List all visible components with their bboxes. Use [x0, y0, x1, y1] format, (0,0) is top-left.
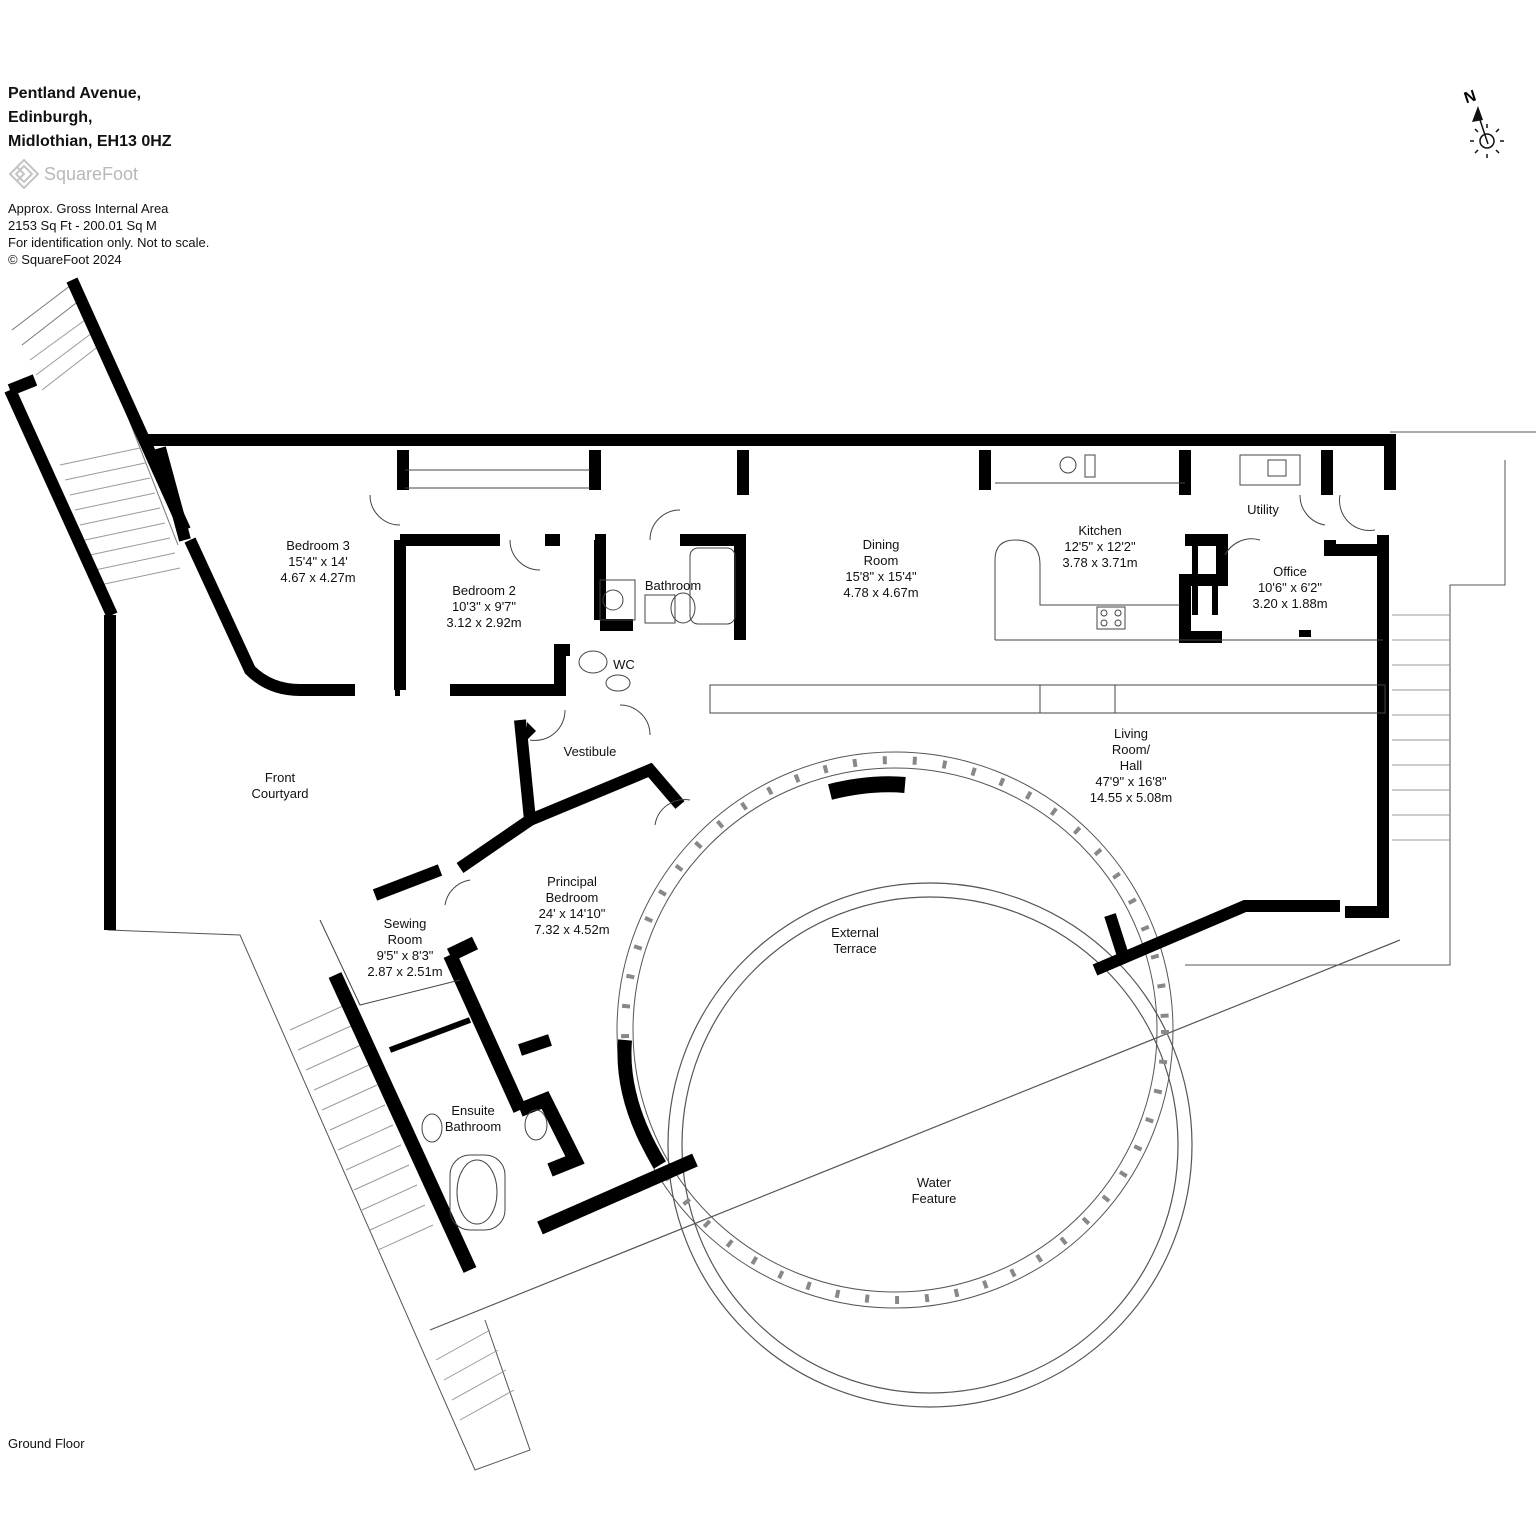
- area-line-1: Approx. Gross Internal Area: [8, 201, 169, 216]
- dining-name-2: Room: [863, 553, 899, 568]
- room-utility: Utility: [1247, 502, 1279, 518]
- office-imperial: 10'6" x 6'2": [1257, 580, 1323, 595]
- ensuite-name-1: Ensuite: [451, 1103, 495, 1118]
- room-office: Office 10'6" x 6'2" 3.20 x 1.88m: [1252, 564, 1327, 612]
- utility-name: Utility: [1247, 502, 1279, 517]
- water-feature-outline: [429, 882, 1401, 1408]
- area-external-terrace: External Terrace: [831, 925, 879, 957]
- room-living-hall: Living Room/ Hall 47'9" x 16'8" 14.55 x …: [1090, 726, 1172, 806]
- brand-name: SquareFoot: [44, 163, 139, 184]
- kitchen-imperial: 12'5" x 12'2": [1064, 539, 1136, 554]
- stairs-south-west: [289, 1004, 515, 1421]
- bedroom-2-imperial: 10'3" x 9'7": [451, 599, 517, 614]
- walls-thin: [388, 540, 1218, 1053]
- room-sewing: Sewing Room 9'5" x 8'3" 2.87 x 2.51m: [367, 916, 442, 980]
- courtyard-name-1: Front: [264, 770, 296, 785]
- bedroom-3-name: Bedroom 3: [286, 538, 350, 553]
- principal-name-2: Bedroom: [545, 890, 599, 905]
- bathroom-name: Bathroom: [644, 578, 702, 593]
- compass: N: [1456, 84, 1516, 179]
- bedroom-2-name: Bedroom 2: [452, 583, 516, 598]
- dining-metric: 4.78 x 4.67m: [843, 585, 919, 600]
- living-name-3: Hall: [1119, 758, 1143, 773]
- stairs-east: [1392, 614, 1450, 841]
- room-principal-bedroom: Principal Bedroom 24' x 14'10" 7.32 x 4.…: [534, 874, 609, 938]
- doors: [369, 494, 1376, 906]
- squarefoot-logo-icon: [8, 158, 40, 190]
- dining-name-1: Dining: [862, 537, 900, 552]
- courtyard-name-2: Courtyard: [251, 786, 309, 801]
- compass-north-icon: N: [1462, 88, 1504, 158]
- area-water-feature: Water Feature: [912, 1175, 957, 1207]
- room-bedroom-3: Bedroom 3 15'4" x 14' 4.67 x 4.27m: [280, 538, 355, 586]
- living-name-1: Living: [1114, 726, 1148, 741]
- terrace-walls: [828, 776, 906, 800]
- compass-n-label: N: [1462, 88, 1478, 108]
- brand-logo: SquareFoot: [8, 158, 209, 190]
- room-ensuite-bathroom: Ensuite Bathroom: [445, 1103, 501, 1135]
- terrace-name-1: External: [831, 925, 879, 940]
- principal-name-1: Principal: [547, 874, 597, 889]
- area-line-2: 2153 Sq Ft - 200.01 Sq M: [8, 218, 157, 233]
- sewing-imperial: 9'5" x 8'3": [376, 948, 434, 963]
- walls: [4, 277, 1396, 1056]
- vestibule-name: Vestibule: [563, 744, 617, 759]
- office-name: Office: [1273, 564, 1307, 579]
- sewing-metric: 2.87 x 2.51m: [367, 964, 443, 979]
- area-line-4: © SquareFoot 2024: [8, 252, 122, 267]
- floor-label: Ground Floor: [8, 1436, 85, 1451]
- address-line-3: Midlothian, EH13 0HZ: [8, 133, 172, 150]
- fittings: [319, 454, 1386, 1231]
- kitchen-metric: 3.78 x 3.71m: [1062, 555, 1138, 570]
- water-name-2: Feature: [911, 1191, 957, 1206]
- area-line-3: For identification only. Not to scale.: [8, 235, 210, 250]
- terrace-outline: [616, 751, 1174, 1309]
- ensuite-name-2: Bathroom: [444, 1119, 502, 1134]
- room-bedroom-2: Bedroom 2 10'3" x 9'7" 3.12 x 2.92m: [446, 583, 521, 631]
- walls-principal-wing: [328, 936, 698, 1273]
- dining-imperial: 15'8" x 15'4": [845, 569, 917, 584]
- kitchen-name: Kitchen: [1078, 523, 1122, 538]
- address-line-2: Edinburgh,: [8, 109, 93, 126]
- living-imperial: 47'9" x 16'8": [1095, 774, 1167, 789]
- entrance-arrow-icon: [517, 722, 536, 740]
- terrace-name-2: Terrace: [833, 941, 877, 956]
- room-wc: WC: [613, 657, 635, 673]
- header: Pentland Avenue, Edinburgh, Midlothian, …: [8, 82, 209, 268]
- room-dining: Dining Room 15'8" x 15'4" 4.78 x 4.67m: [843, 537, 918, 601]
- living-metric: 14.55 x 5.08m: [1089, 790, 1173, 805]
- stairs-north-west: [11, 281, 181, 586]
- bedroom-3-metric: 4.67 x 4.27m: [280, 570, 356, 585]
- wc-name: WC: [613, 657, 635, 672]
- address-line-1: Pentland Avenue,: [8, 85, 142, 102]
- office-metric: 3.20 x 1.88m: [1252, 596, 1328, 611]
- sewing-name-1: Sewing: [383, 916, 427, 931]
- area-front-courtyard: Front Courtyard: [251, 770, 308, 802]
- principal-metric: 7.32 x 4.52m: [534, 922, 610, 937]
- principal-imperial: 24' x 14'10": [538, 906, 606, 921]
- room-kitchen: Kitchen 12'5" x 12'2" 3.78 x 3.71m: [1062, 523, 1137, 571]
- living-name-2: Room/: [1111, 742, 1151, 757]
- bedroom-2-metric: 3.12 x 2.92m: [446, 615, 522, 630]
- room-bathroom: Bathroom: [645, 578, 701, 594]
- room-vestibule: Vestibule: [564, 744, 617, 760]
- bedroom-3-imperial: 15'4" x 14': [288, 554, 348, 569]
- area-info: Approx. Gross Internal Area 2153 Sq Ft -…: [8, 200, 209, 268]
- sewing-name-2: Room: [387, 932, 423, 947]
- water-name-1: Water: [916, 1175, 952, 1190]
